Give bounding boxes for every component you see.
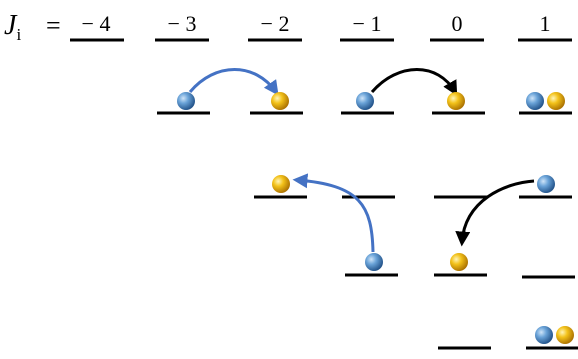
yellow-ball <box>450 253 468 271</box>
yellow-ball <box>547 92 565 110</box>
blue-ball <box>356 92 374 110</box>
hop-arrow-black <box>455 179 535 247</box>
row-4 <box>438 326 578 350</box>
yellow-ball <box>447 92 465 110</box>
column-label-minus-2: − 2 <box>261 11 290 36</box>
row-3 <box>292 173 575 279</box>
yellow-ball <box>556 326 574 344</box>
yellow-ball <box>272 175 290 193</box>
blue-ball <box>535 326 553 344</box>
column-label-minus-1: − 1 <box>353 11 382 36</box>
row-1 <box>157 68 572 115</box>
hop-arrow-blue <box>188 68 279 96</box>
column-labels: − 4 − 3 − 2 − 1 0 1 <box>82 11 551 36</box>
blue-ball <box>177 92 195 110</box>
blue-ball <box>537 175 555 193</box>
column-label-minus-4: − 4 <box>82 11 111 36</box>
row-2 <box>254 175 572 199</box>
column-label-minus-3: − 3 <box>168 11 197 36</box>
column-label-1: 1 <box>540 11 551 36</box>
blue-ball <box>526 92 544 110</box>
column-label-0: 0 <box>452 11 463 36</box>
ji-symbol: Ji <box>4 10 21 44</box>
equals-sign: = <box>46 11 61 40</box>
yellow-ball <box>271 92 289 110</box>
blue-ball <box>365 253 383 271</box>
hop-arrow-blue <box>292 173 375 253</box>
hop-arrow-black <box>370 68 458 96</box>
